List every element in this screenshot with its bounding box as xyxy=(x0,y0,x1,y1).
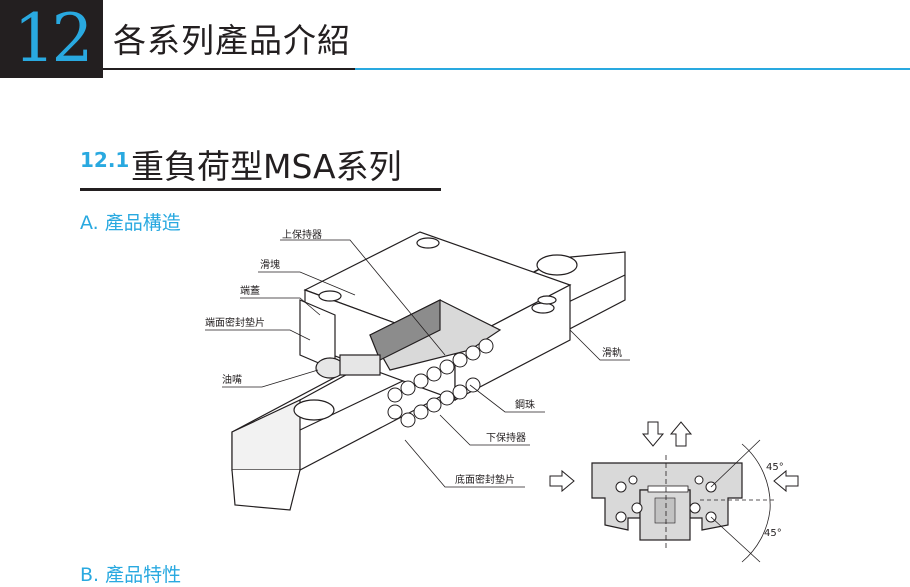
label-steel-ball: 鋼珠 xyxy=(515,398,535,411)
linear-guide-illustration: 上保持器 滑塊 端蓋 端面密封墊片 油嘴 滑軌 鋼珠 下保持器 底面密封墊片 xyxy=(205,228,799,563)
steel-balls xyxy=(387,338,494,428)
label-grease-nipple: 油嘴 xyxy=(222,373,242,386)
end-cap-drawing xyxy=(299,299,381,379)
label-lower-retainer: 下保持器 xyxy=(486,431,526,444)
arrow-up-icon xyxy=(669,421,693,447)
block-drawing xyxy=(303,231,572,401)
header-rule-accent xyxy=(355,68,910,70)
angle-lower-label: 45° xyxy=(764,528,782,539)
section-title: 重負荷型MSA系列 xyxy=(131,147,402,186)
label-bottom-seal: 底面密封墊片 xyxy=(455,473,515,486)
chapter-number: 12 xyxy=(13,0,94,77)
label-rail: 滑軌 xyxy=(602,346,622,359)
arrow-left-icon xyxy=(773,469,799,493)
header-rule-dark xyxy=(103,68,355,70)
label-end-cap: 端蓋 xyxy=(240,284,260,297)
leader-lines xyxy=(205,239,630,488)
label-block: 滑塊 xyxy=(260,258,280,271)
angle-upper-label: 45° xyxy=(766,462,784,473)
chapter-number-box xyxy=(0,0,103,78)
subsection-a-heading: A. 產品構造 xyxy=(80,212,181,234)
section-rule xyxy=(80,188,441,191)
arrow-down-icon xyxy=(641,421,665,447)
chapter-title: 各系列產品介紹 xyxy=(113,21,351,60)
cross-section-diagram: 45° 45° xyxy=(549,421,799,563)
section-number: 12.1 xyxy=(80,148,130,172)
label-upper-retainer: 上保持器 xyxy=(282,228,322,241)
label-end-seal: 端面密封墊片 xyxy=(205,316,265,329)
arrow-right-icon xyxy=(549,469,575,493)
